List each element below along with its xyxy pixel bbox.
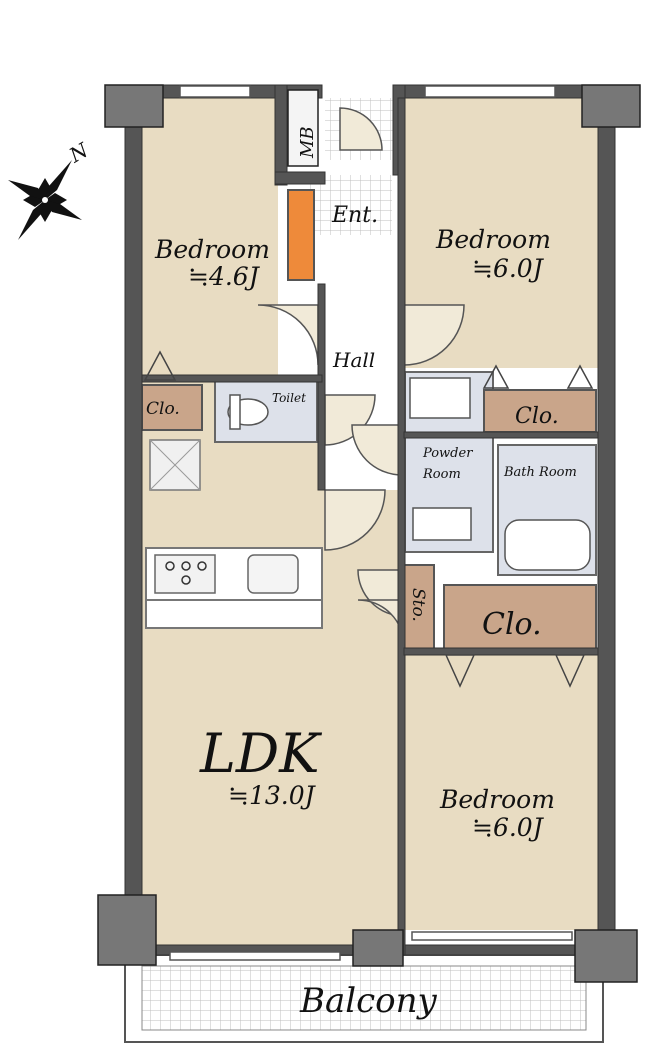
storage-label: Sto.: [408, 588, 428, 622]
stove-icon: [154, 554, 216, 594]
hall-label: Hall: [332, 348, 375, 372]
powder-room-label-line2: Room: [422, 467, 461, 482]
bedroom-ne-size: ≒6.0J: [472, 254, 545, 283]
meter-box-label: MB: [297, 126, 318, 159]
bedroom-nw-size: ≒4.6J: [188, 262, 261, 291]
floor-areas: [142, 98, 598, 950]
toilet-label: Toilet: [272, 391, 306, 405]
balcony-label: Balcony: [299, 981, 438, 1021]
kitchen-sink-icon: [247, 554, 299, 594]
kitchen-peninsula: [145, 599, 323, 629]
bathtub-icon: [504, 519, 591, 571]
ldk-size: ≒13.0J: [228, 781, 317, 810]
bedroom-nw-name: Bedroom: [154, 235, 270, 264]
entrance-label: Ent.: [331, 203, 378, 228]
bedroom-ne-name: Bedroom: [435, 225, 551, 254]
closet-west-label: Clo.: [146, 399, 180, 419]
columns: [97, 84, 641, 983]
washer-icon: [409, 377, 471, 419]
closet-fold-marks: [143, 350, 594, 688]
windows: [169, 85, 573, 961]
shoe-cabinet: [287, 189, 315, 281]
door-swings: [257, 107, 465, 647]
bedroom-se-size: ≒6.0J: [472, 813, 545, 842]
balcony-floor: [141, 965, 587, 1031]
ldk-name: LDK: [199, 722, 322, 785]
closet-west: [141, 384, 203, 431]
bedroom-se-name: Bedroom: [439, 785, 555, 814]
compass-rose-icon: [8, 160, 82, 240]
washbasin-icon: [412, 507, 472, 541]
north-label: N: [64, 137, 93, 168]
bath-room-label: Bath Room: [503, 465, 577, 480]
closet-se-label: Clo.: [482, 607, 542, 642]
powder-room-label-line1: Powder: [422, 446, 473, 461]
closet-southeast: [443, 584, 597, 651]
closet-ne-label: Clo.: [515, 404, 559, 429]
